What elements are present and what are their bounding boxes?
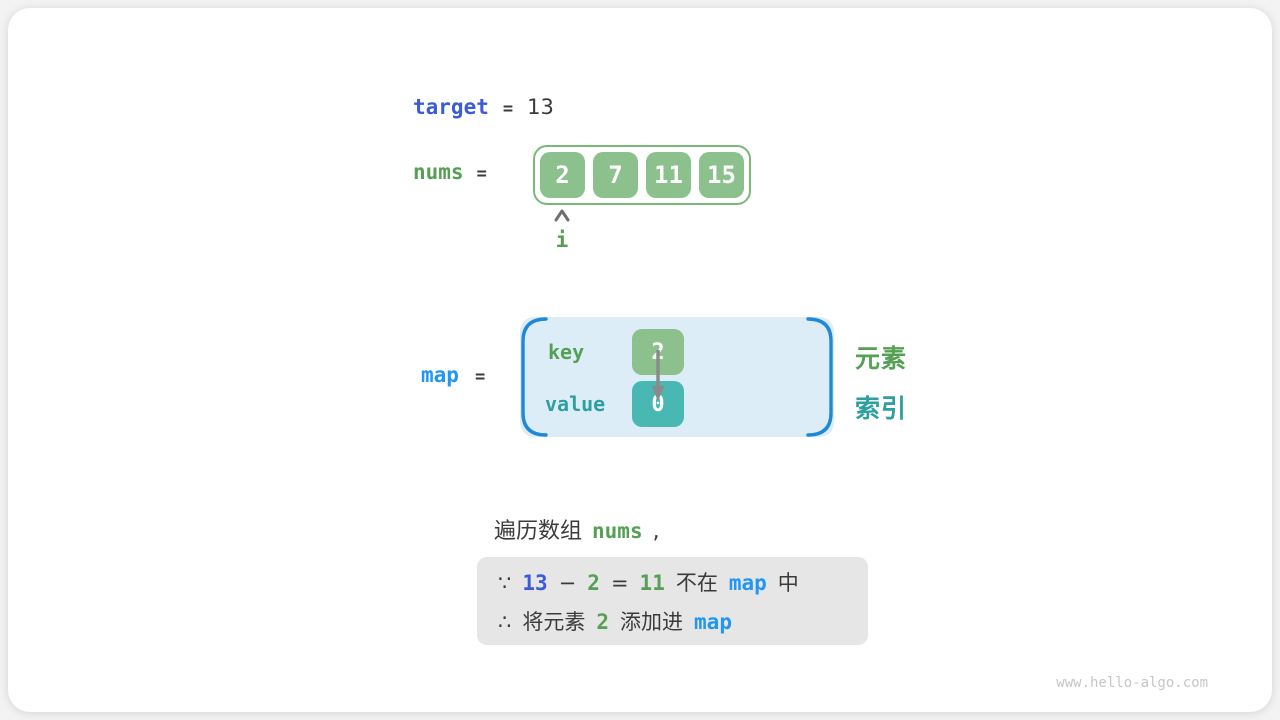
nums-assignment: nums = <box>413 160 487 184</box>
nums-equals-sign: = <box>476 164 487 184</box>
token: 添加进 <box>620 609 684 634</box>
array-cell: 7 <box>593 152 638 198</box>
token: ∵ <box>498 570 512 595</box>
map-bracket-borders-icon <box>521 317 833 437</box>
index-label: 索引 <box>855 394 908 423</box>
array-cell: 2 <box>540 152 585 198</box>
token: ∴ <box>498 609 512 634</box>
token: 中 <box>777 570 799 595</box>
caret-up-icon <box>554 209 570 222</box>
note-line-1: ∵ 13−2 = 11 不在 map 中 <box>498 567 868 597</box>
caption-line: 遍历数组 nums, <box>494 513 660 545</box>
token: = <box>610 570 629 595</box>
map-assignment: map = <box>421 363 485 387</box>
token: 2 <box>587 570 600 595</box>
token: 将元素 <box>522 609 586 634</box>
token: nums <box>592 519 643 543</box>
token: 遍历数组 <box>494 519 583 544</box>
target-equals-sign: = <box>502 99 514 119</box>
element-label: 元素 <box>855 344 908 373</box>
index-pointer-label: i <box>555 228 569 252</box>
token: − <box>558 570 577 595</box>
watermark: www.hello-algo.com <box>1056 675 1208 691</box>
target-assignment: target = 13 <box>413 95 554 119</box>
token: , <box>652 519 660 544</box>
map-value-label: value <box>545 392 606 416</box>
token: 11 <box>639 570 665 595</box>
note-line-2: ∴ 将元素 2 添加进 map <box>498 606 868 636</box>
target-label: target <box>413 95 489 119</box>
arrow-down-icon <box>651 350 665 401</box>
array-cell: 11 <box>646 152 691 198</box>
array-cell: 15 <box>699 152 744 198</box>
map-key-label: key <box>548 340 585 364</box>
token: map <box>694 609 732 634</box>
token: 2 <box>596 609 610 634</box>
map-equals-sign: = <box>474 367 486 387</box>
nums-label: nums <box>413 160 464 184</box>
token: map <box>728 570 767 595</box>
token: 不在 <box>675 570 718 595</box>
map-label: map <box>421 363 459 387</box>
token: 13 <box>522 570 548 595</box>
target-value: 13 <box>527 95 554 119</box>
